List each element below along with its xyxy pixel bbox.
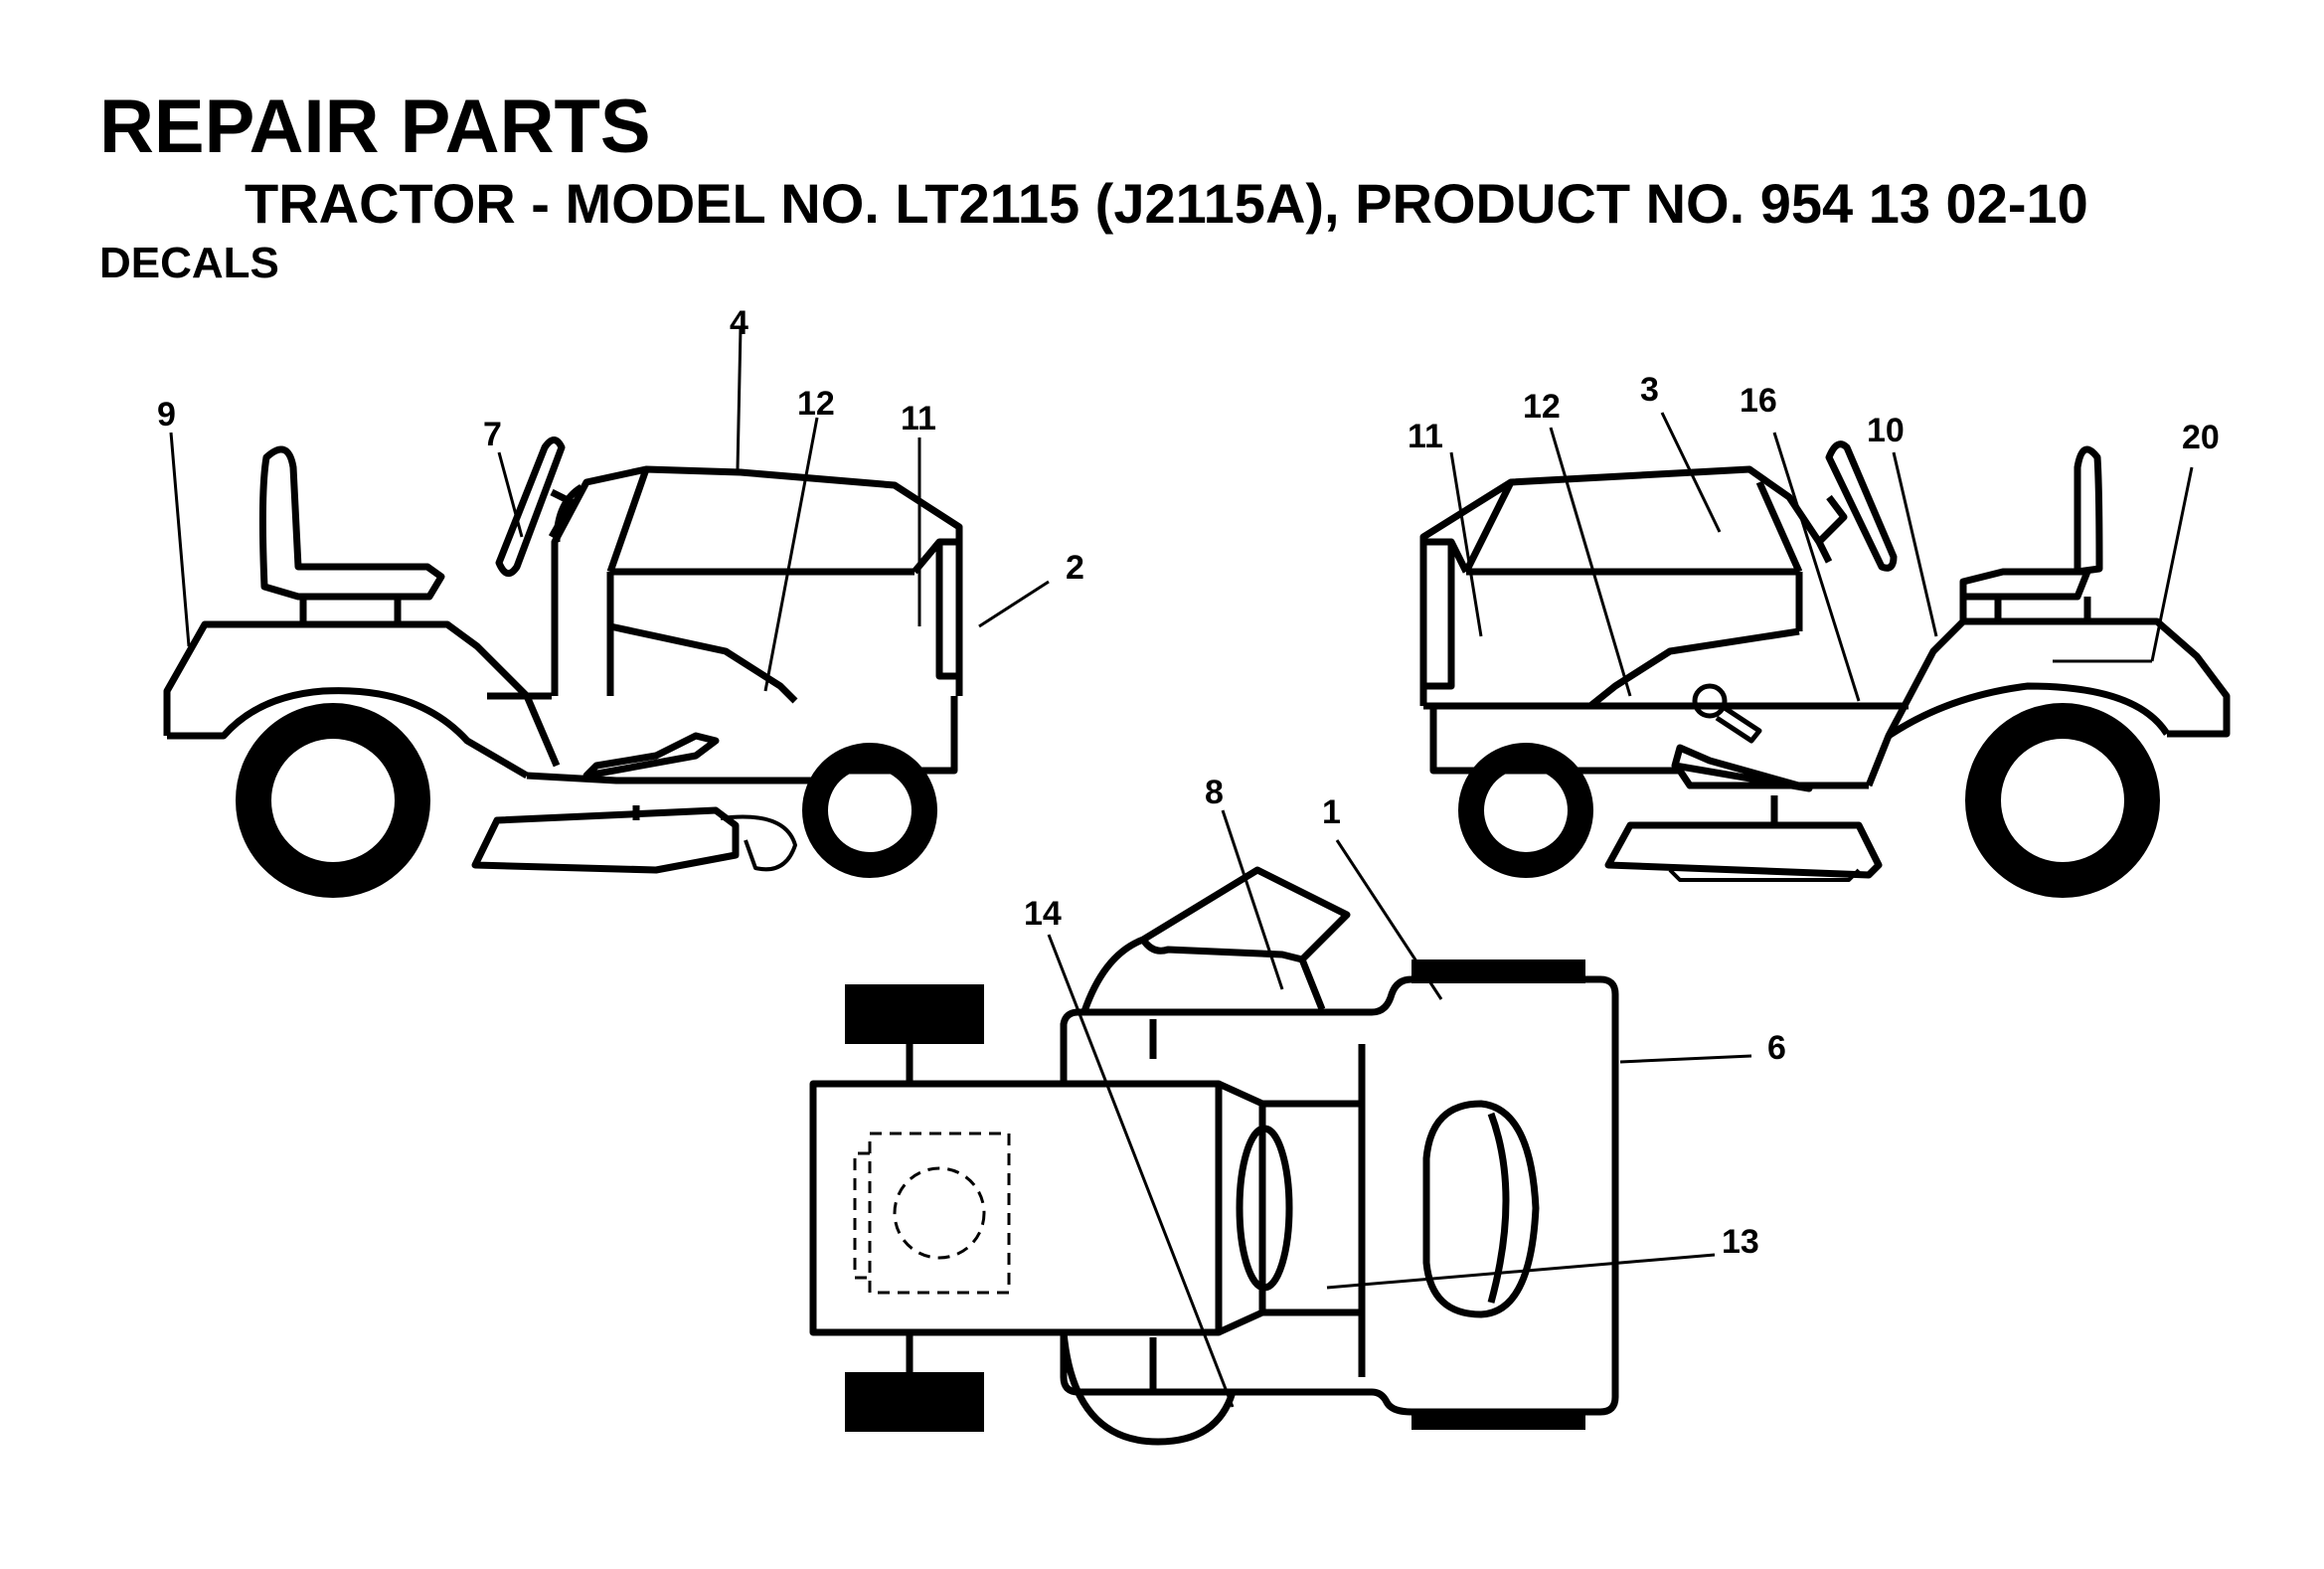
page-title: REPAIR PARTS [99, 85, 651, 169]
callout-top-14: 14 [1024, 895, 1062, 933]
callout-right-16: 16 [1740, 382, 1777, 420]
callout-left-7: 7 [483, 416, 502, 453]
section-heading: DECALS [99, 239, 279, 287]
callout-top-13: 13 [1722, 1223, 1759, 1261]
callout-right-12: 12 [1523, 388, 1561, 426]
rear-tire-top-right [1411, 1410, 1585, 1430]
tractor-top-view [809, 866, 1619, 1446]
callout-left-12: 12 [797, 385, 835, 423]
rear-tire-top-left [1411, 959, 1585, 983]
callout-labels: 9 7 4 12 11 2 11 12 3 16 10 20 8 1 14 6 … [157, 304, 2220, 1261]
page-subtitle: TRACTOR - MODEL NO. LT2115 (J2115A), PRO… [245, 172, 2088, 235]
front-wheel-right [1458, 743, 1593, 878]
callout-left-2: 2 [1066, 549, 1084, 587]
rear-wheel-left [236, 703, 430, 898]
front-tire-top-right [845, 1372, 984, 1432]
callout-top-8: 8 [1205, 774, 1224, 811]
tractor-left-view [163, 436, 963, 874]
callout-left-11: 11 [901, 400, 936, 437]
callout-right-11: 11 [1408, 418, 1443, 455]
callout-right-10: 10 [1867, 412, 1905, 449]
callout-right-20: 20 [2182, 419, 2220, 456]
callout-left-9: 9 [157, 396, 176, 434]
callout-left-4: 4 [730, 304, 748, 342]
callout-top-1: 1 [1322, 793, 1341, 831]
callout-right-3: 3 [1640, 371, 1659, 409]
tractor-right-view [1419, 440, 2231, 882]
front-wheel-left [802, 743, 937, 878]
rear-wheel-right [1965, 703, 2160, 898]
front-tire-top-left [845, 984, 984, 1044]
callout-top-6: 6 [1767, 1029, 1786, 1067]
